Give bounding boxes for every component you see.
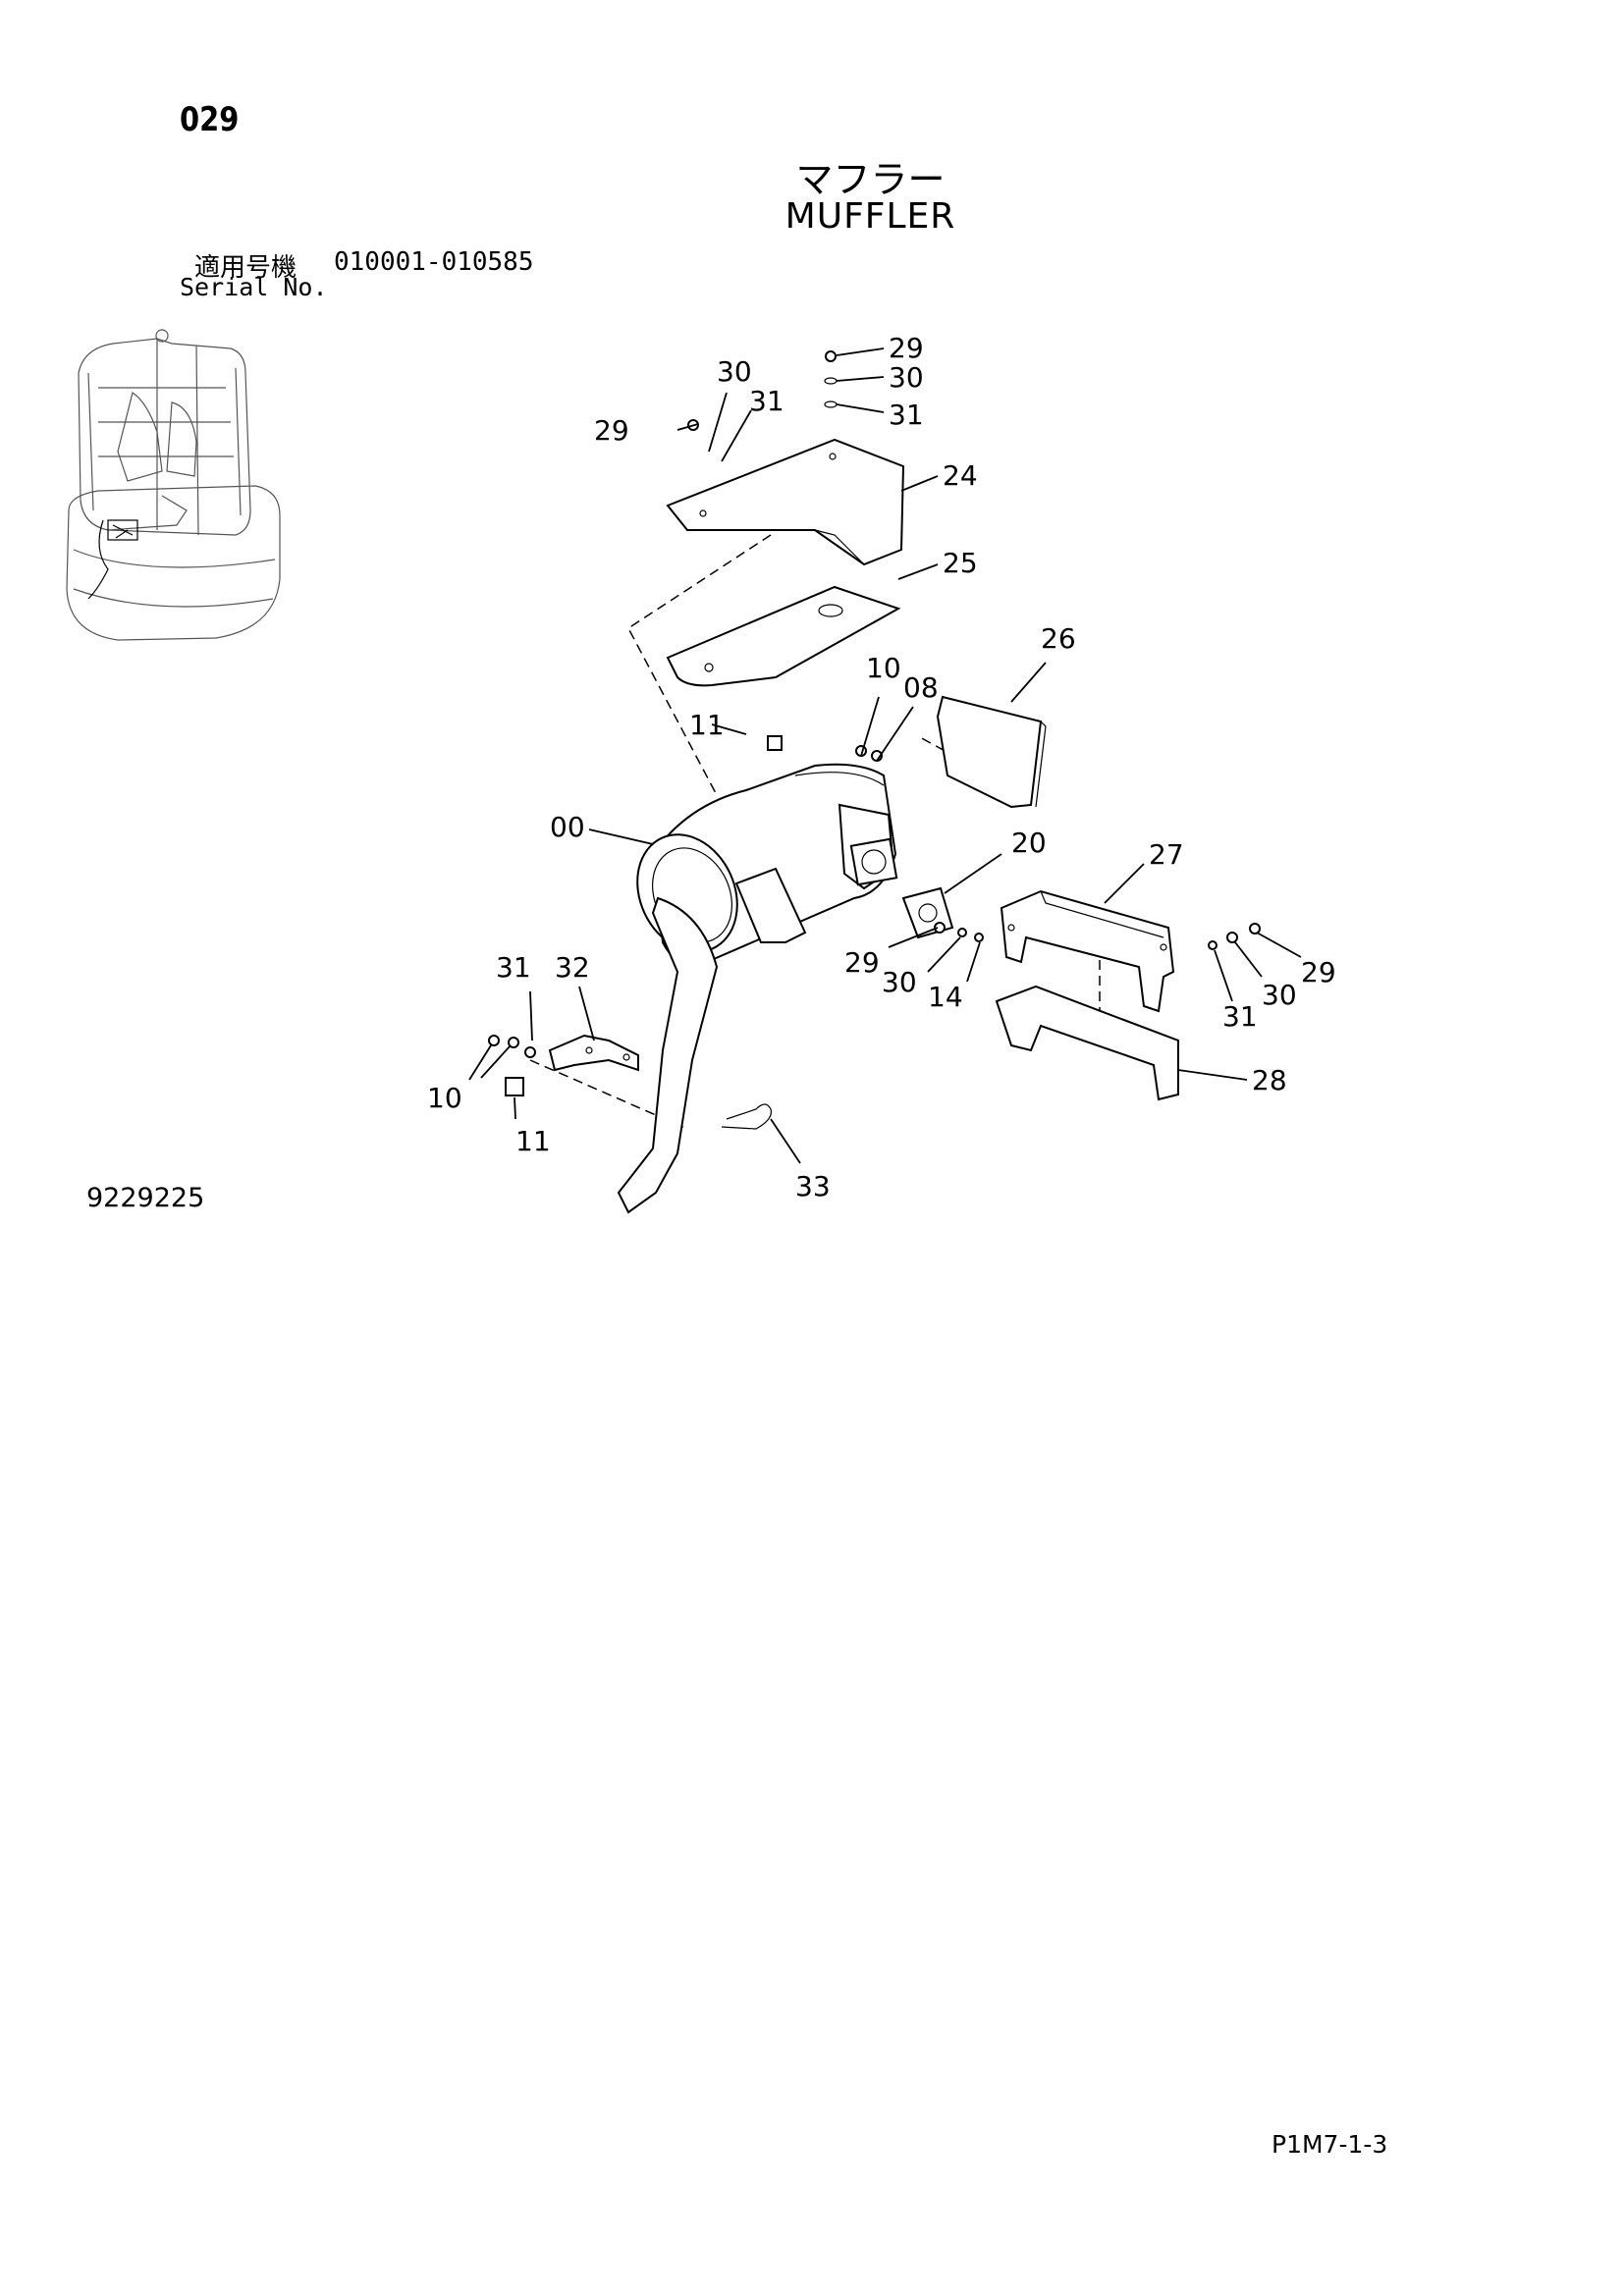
callout-31: 31 xyxy=(749,385,784,417)
callout-30: 30 xyxy=(882,966,917,998)
callout-25: 25 xyxy=(943,547,978,579)
serial-label-english: Serial No. xyxy=(180,273,328,301)
callout-10: 10 xyxy=(866,652,901,684)
callout-11: 11 xyxy=(515,1125,551,1157)
drawing-number: 9229225 xyxy=(86,1183,205,1213)
callout-29: 29 xyxy=(1301,956,1336,988)
callout-11: 11 xyxy=(689,709,725,741)
page-reference: P1M7-1-3 xyxy=(1271,2130,1388,2159)
title-english: MUFFLER xyxy=(784,196,956,237)
serial-range: 010001-010585 xyxy=(334,247,534,277)
callout-29: 29 xyxy=(889,332,924,364)
callout-00: 00 xyxy=(550,811,585,843)
machine-location-icon xyxy=(66,329,281,641)
callout-31: 31 xyxy=(496,951,531,984)
callout-31: 31 xyxy=(1222,1000,1258,1033)
callout-29: 29 xyxy=(844,946,880,979)
serial-label-japanese: 適用号機 xyxy=(194,253,298,283)
callout-14: 14 xyxy=(928,981,963,1013)
callout-20: 20 xyxy=(1011,827,1047,859)
page-number: 029 xyxy=(180,100,240,139)
title-japanese: マフラー xyxy=(795,158,946,201)
callout-27: 27 xyxy=(1149,838,1184,871)
callout-30: 30 xyxy=(1262,979,1297,1011)
callout-32: 32 xyxy=(555,951,590,984)
callout-30: 30 xyxy=(717,355,752,388)
callout-08: 08 xyxy=(903,671,939,704)
callout-29: 29 xyxy=(594,414,629,447)
callout-24: 24 xyxy=(943,459,978,492)
callout-26: 26 xyxy=(1041,622,1076,655)
callout-10: 10 xyxy=(427,1082,462,1114)
callout-28: 28 xyxy=(1252,1064,1287,1096)
callout-33: 33 xyxy=(795,1170,831,1202)
muffler-exploded-view xyxy=(468,347,1302,1214)
callout-30: 30 xyxy=(889,361,924,394)
callout-31: 31 xyxy=(889,399,924,431)
